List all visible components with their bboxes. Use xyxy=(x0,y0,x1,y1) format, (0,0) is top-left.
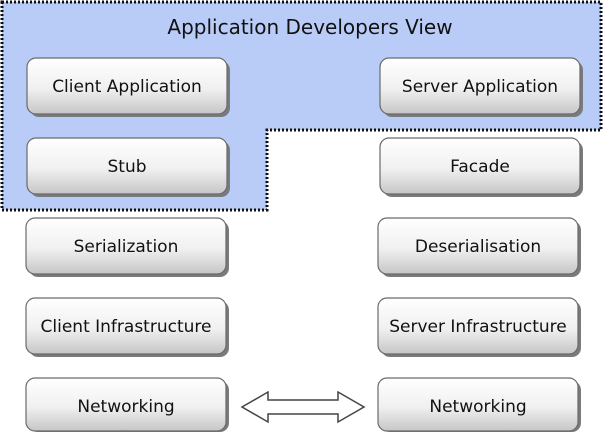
facade-box: Facade xyxy=(379,137,583,197)
server-infrastructure-box: Server Infrastructure xyxy=(377,297,581,357)
deserialisation-box: Deserialisation xyxy=(377,217,581,277)
facade-label: Facade xyxy=(450,157,510,177)
server-application-label: Server Application xyxy=(402,77,558,97)
stub-label: Stub xyxy=(107,157,146,177)
server-application-box: Server Application xyxy=(379,57,583,117)
client-application-label: Client Application xyxy=(52,77,202,97)
client-infrastructure-label: Client Infrastructure xyxy=(41,317,212,337)
client-networking-label: Networking xyxy=(77,397,174,417)
server-networking-label: Networking xyxy=(429,397,526,417)
deserialisation-label: Deserialisation xyxy=(415,237,541,257)
client-infrastructure-box: Client Infrastructure xyxy=(25,297,229,357)
server-networking-box: Networking xyxy=(377,377,581,432)
region-title: Application Developers View xyxy=(167,15,452,39)
client-application-box: Client Application xyxy=(26,57,230,117)
serialization-box: Serialization xyxy=(25,217,229,277)
bidirectional-arrow-icon xyxy=(240,390,366,424)
server-infrastructure-label: Server Infrastructure xyxy=(389,317,566,337)
serialization-label: Serialization xyxy=(74,237,179,257)
client-networking-box: Networking xyxy=(25,377,229,432)
stub-box: Stub xyxy=(26,137,230,197)
